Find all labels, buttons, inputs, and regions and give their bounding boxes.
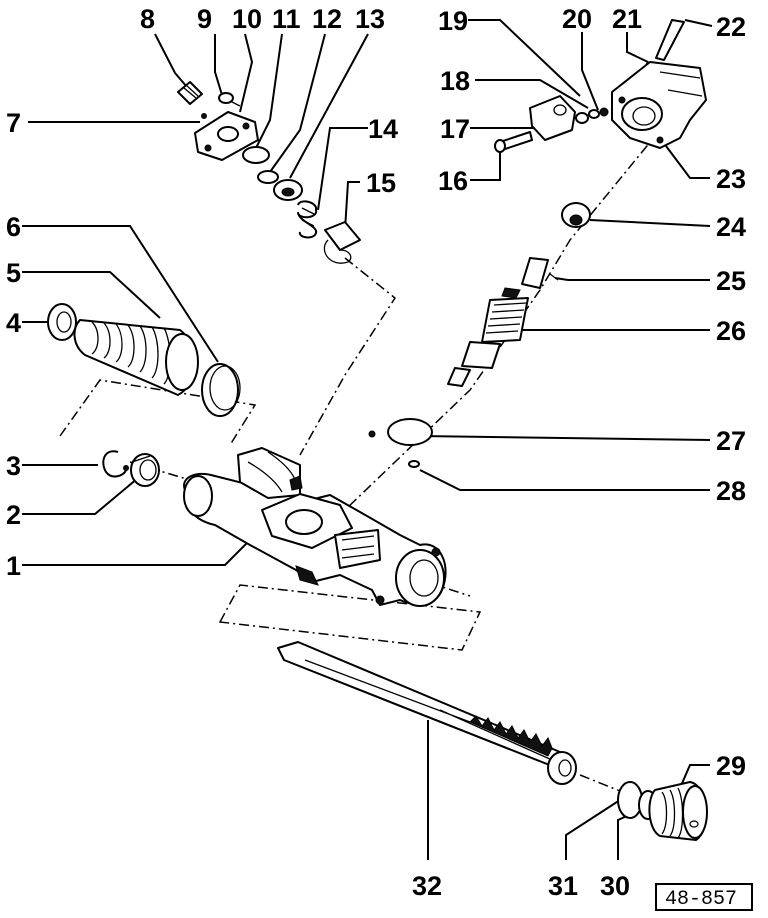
callout-14: 14 bbox=[368, 114, 398, 144]
callout-4: 4 bbox=[6, 308, 21, 338]
part-end-plug bbox=[648, 781, 708, 841]
callout-12: 12 bbox=[312, 4, 342, 34]
part-bolt-long bbox=[645, 19, 685, 69]
callout-8: 8 bbox=[140, 4, 155, 34]
callout-19: 19 bbox=[438, 6, 468, 36]
part-ring-b bbox=[588, 109, 600, 119]
part-spring bbox=[297, 200, 318, 239]
callout-1: 1 bbox=[6, 551, 21, 581]
callout-18: 18 bbox=[440, 66, 470, 96]
part-retaining-clip bbox=[323, 221, 361, 264]
part-pin bbox=[549, 273, 559, 281]
part-ring-a bbox=[575, 112, 589, 124]
part-ring-c bbox=[599, 107, 609, 117]
callout-11: 11 bbox=[272, 4, 301, 34]
part-valve-block bbox=[529, 95, 576, 141]
part-pinion-valve bbox=[447, 257, 549, 387]
part-valve-housing bbox=[611, 61, 707, 149]
callout-10: 10 bbox=[232, 4, 262, 34]
diagram-reference-number: 48-857 bbox=[665, 888, 737, 911]
callout-9: 9 bbox=[197, 4, 212, 34]
part-bleed-screw bbox=[177, 81, 203, 105]
callout-5: 5 bbox=[6, 258, 21, 288]
part-small-ring-left bbox=[368, 430, 376, 438]
callout-labels: 8 9 10 11 12 13 14 15 7 6 5 4 3 2 1 19 2… bbox=[6, 4, 746, 901]
callout-25: 25 bbox=[716, 266, 746, 296]
callout-24: 24 bbox=[716, 212, 746, 242]
callout-23: 23 bbox=[716, 164, 746, 194]
part-cover-plate bbox=[194, 111, 259, 161]
part-thrust-piece bbox=[273, 179, 303, 201]
part-hose-clamp bbox=[201, 363, 241, 417]
callout-27: 27 bbox=[716, 426, 746, 456]
callout-17: 17 bbox=[440, 114, 470, 144]
part-small-ring bbox=[408, 460, 420, 468]
callout-7: 7 bbox=[6, 108, 21, 138]
part-bolt-small bbox=[218, 92, 241, 107]
leader-lines bbox=[22, 19, 713, 860]
part-seal-ring bbox=[617, 781, 643, 819]
callout-2: 2 bbox=[6, 500, 21, 530]
callout-26: 26 bbox=[716, 316, 746, 346]
callout-32: 32 bbox=[412, 871, 442, 901]
callout-6: 6 bbox=[6, 212, 21, 242]
part-circlip bbox=[102, 450, 129, 478]
part-o-ring-small bbox=[257, 170, 279, 184]
callout-28: 28 bbox=[716, 476, 746, 506]
diagram-reference-box: 48-857 bbox=[655, 883, 753, 911]
part-banjo-bolt bbox=[494, 131, 533, 153]
part-o-ring-large bbox=[242, 146, 270, 164]
callout-3: 3 bbox=[6, 451, 21, 481]
part-o-ring-pinion bbox=[387, 418, 433, 446]
callout-20: 20 bbox=[562, 4, 592, 34]
callout-30: 30 bbox=[600, 871, 630, 901]
part-bellows-boot bbox=[73, 319, 199, 396]
callout-13: 13 bbox=[355, 4, 385, 34]
callout-31: 31 bbox=[548, 871, 578, 901]
callout-21: 21 bbox=[612, 4, 642, 34]
callout-15: 15 bbox=[366, 168, 396, 198]
part-steering-rack bbox=[277, 641, 577, 785]
part-pinion-seal bbox=[561, 202, 591, 228]
part-bushing bbox=[130, 453, 160, 487]
callout-22: 22 bbox=[716, 12, 746, 42]
callout-16: 16 bbox=[438, 166, 468, 196]
part-dust-seal bbox=[47, 303, 77, 341]
callout-29: 29 bbox=[716, 751, 746, 781]
part-steering-housing bbox=[183, 447, 447, 607]
